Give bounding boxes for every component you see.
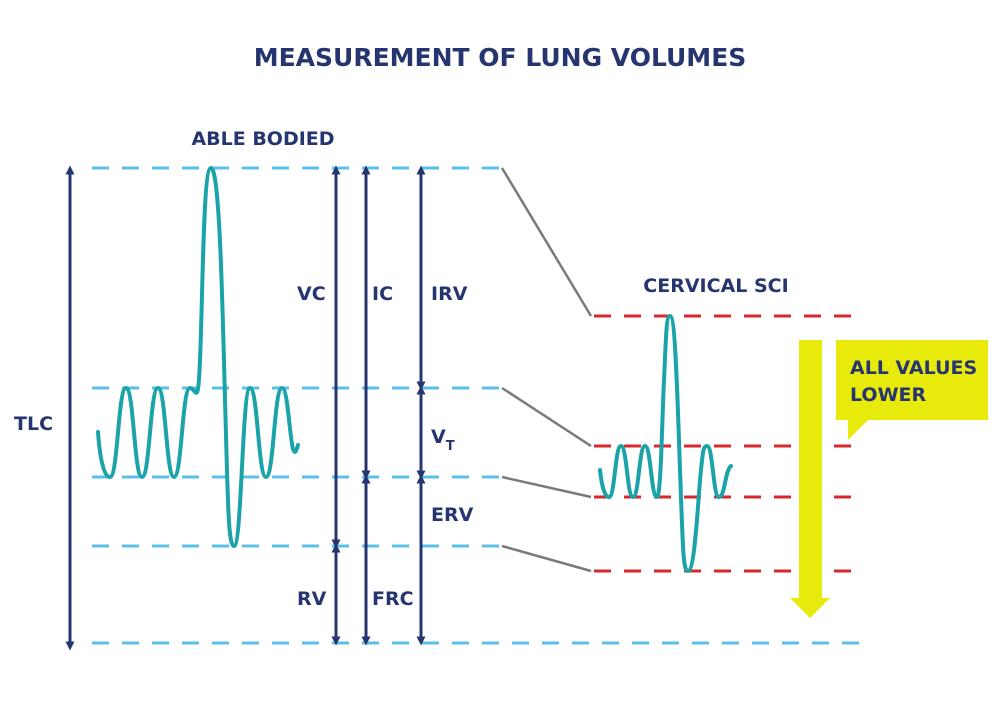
ic-label: IC	[372, 283, 393, 305]
lower-values-arrow	[790, 340, 830, 618]
connector-expiration	[501, 475, 592, 499]
measurement-arrows	[65, 165, 426, 651]
erv-label: ERV	[431, 504, 474, 526]
tlc-label: TLC	[14, 413, 53, 435]
all-values-lower-callout	[836, 340, 988, 440]
callout-line-2: LOWER	[850, 384, 927, 406]
vt-label-main: V	[431, 426, 446, 448]
connector-inspiration	[501, 386, 592, 448]
vt-label: VT	[431, 426, 455, 454]
diagram-title: MEASUREMENT OF LUNG VOLUMES	[254, 43, 747, 72]
connector-top	[500, 167, 593, 317]
callout-line-1: ALL VALUES	[850, 357, 977, 379]
vt-label-subscript: T	[446, 439, 455, 454]
able-bodied-heading: ABLE BODIED	[191, 128, 334, 150]
able-bodied-breathing-wave	[96, 166, 300, 548]
cervical-sci-breathing-wave	[598, 314, 733, 573]
connector-residual	[501, 544, 592, 573]
connector-lines	[500, 167, 593, 573]
vc-label: VC	[297, 283, 326, 305]
irv-label: IRV	[431, 283, 468, 305]
cervical-sci-heading: CERVICAL SCI	[643, 275, 788, 297]
frc-label: FRC	[372, 588, 414, 610]
rv-label: RV	[297, 588, 327, 610]
